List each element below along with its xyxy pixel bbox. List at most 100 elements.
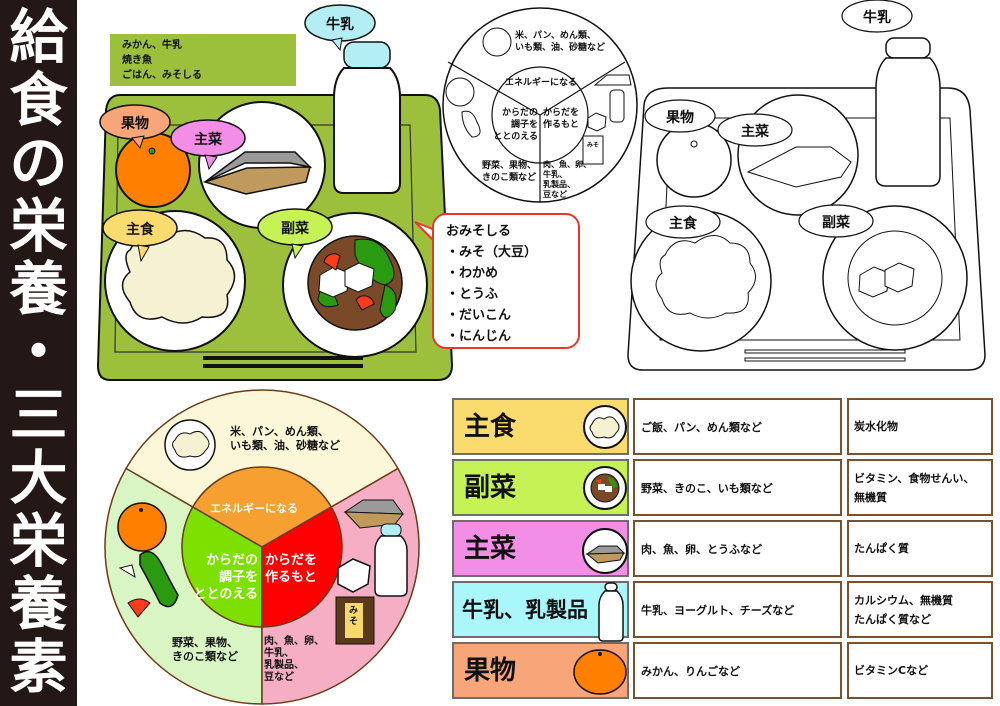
orange-stem-icon xyxy=(148,147,156,155)
fruit-label: 果物 xyxy=(121,116,149,132)
label-line: きのこ類など xyxy=(172,650,238,663)
title-char: 給 xyxy=(9,3,68,71)
large-wheel-foods-right: 肉、魚、卵、 牛乳、 乳製品、 豆など xyxy=(264,636,324,684)
ingredient: ・わかめ xyxy=(446,266,499,281)
menu-line: ごはん、みそしる xyxy=(122,70,202,81)
category-cell: 果物 xyxy=(452,642,629,699)
chopstick xyxy=(203,356,363,360)
label-line: いも類、油、砂糖など xyxy=(230,439,340,452)
title-char: ・ xyxy=(9,318,68,386)
small-wheel-center-top: エネルギーになる xyxy=(505,78,578,88)
title-char: 栄 xyxy=(9,507,68,575)
table-row: 主食 ご飯、パン、めん類など 炭水化物 xyxy=(452,398,1000,455)
label-line: 肉、魚、卵、 xyxy=(264,636,324,647)
wheel-center-segment xyxy=(191,466,333,548)
tofu-icon xyxy=(587,112,607,132)
milk-bottle-icon xyxy=(609,89,625,123)
outline-fruit-label: 果物 xyxy=(666,110,694,126)
miso-soup-bowl-icon xyxy=(583,466,627,510)
tofu-icon xyxy=(884,262,915,293)
large-wheel-foods-top: 米、パン、めん類、 いも類、油、砂糖など xyxy=(230,425,340,453)
foods-cell: ご飯、パン、めん類など xyxy=(633,398,842,455)
miso-soup-callout: おみそしる ・みそ（大豆） ・わかめ ・とうふ ・だいこん ・にんじん xyxy=(432,213,580,349)
outline-staple-label: 主食 xyxy=(669,216,697,232)
main-dish-label: 主菜 xyxy=(194,132,222,148)
milk-bottle-icon xyxy=(333,67,401,194)
label-line: 調子を xyxy=(510,120,538,130)
title-char: 三 xyxy=(9,381,68,449)
nutrient-line: たんぱく質 xyxy=(854,542,909,555)
label-line: 野菜、果物、 xyxy=(482,161,537,171)
menu-box: みかん、牛乳 焼き魚 ごはん、みそしる xyxy=(110,34,296,86)
label-line: 乳製品、 xyxy=(264,660,304,671)
fish-plate-icon xyxy=(582,528,628,574)
tofu-icon xyxy=(337,558,371,593)
small-wheel-foods-right: 肉、魚、卵、 牛乳、 乳製品、 豆など xyxy=(543,160,591,200)
rice-icon xyxy=(482,27,512,57)
menu-line: 焼き魚 xyxy=(122,55,152,66)
label-line: 乳製品、 xyxy=(543,180,575,189)
label-line: からだの xyxy=(501,108,538,118)
milk-cap-icon xyxy=(380,523,402,537)
foods-cell: 野菜、きのこ、いも類など xyxy=(633,459,842,516)
small-wheel-foods-top: 米、パン、めん類、 いも類、油、砂糖など xyxy=(515,30,605,54)
nutrients-cell: ビタミン、食物せんい、 無機質 xyxy=(847,459,993,516)
main-dish-speech-bubble xyxy=(170,119,246,171)
title-char: の xyxy=(9,129,68,197)
table-row: 果物 みかん、りんごなど ビタミンCなど xyxy=(452,642,1000,699)
category-name: 牛乳、乳製品 xyxy=(462,598,588,622)
staple-speech-bubble xyxy=(102,209,178,263)
carrot-icon xyxy=(127,598,151,618)
radish-icon xyxy=(118,564,136,579)
small-wheel-foods-left: 野菜、果物、 きのこ類など xyxy=(482,160,536,184)
fish-icon xyxy=(202,166,311,195)
nutrient-line: ビタミン、食物せんい、 xyxy=(854,471,975,485)
nutrients-cell: ビタミンCなど xyxy=(847,642,993,699)
category-cell: 主食 xyxy=(452,398,629,455)
rice-icon xyxy=(655,235,756,319)
orange-icon xyxy=(573,649,627,695)
ingredient: ・とうふ xyxy=(446,287,499,302)
wheel-center-segment xyxy=(261,505,343,628)
label-line: からだを xyxy=(265,553,318,568)
label-line: 牛乳、 xyxy=(264,648,294,659)
foods-cell: みかん、りんごなど xyxy=(633,642,842,699)
small-wheel-center-right: からだを 作るもと xyxy=(543,107,579,131)
fruit-speech-bubble xyxy=(99,104,171,150)
nutrients-cell: カルシウム、無機質 たんぱく質など xyxy=(847,581,993,638)
side-dish-label: 副菜 xyxy=(281,221,309,237)
title-bar: 給 食 の 栄 養 ・ 三 大 栄 養 素 xyxy=(0,0,77,706)
miso-pack-icon xyxy=(582,135,604,165)
small-wheel-center-left: からだの 調子を ととのえる xyxy=(493,107,538,143)
title-char: 養 xyxy=(9,255,68,323)
ingredient: ・みそ（大豆） xyxy=(446,245,538,260)
category-name: 主菜 xyxy=(464,534,517,564)
title-char: 食 xyxy=(9,66,68,134)
milk-speech-bubble xyxy=(304,4,376,52)
nutrient-line: たんぱく質など xyxy=(854,612,931,626)
milk-label: 牛乳 xyxy=(326,17,354,33)
foods-cell: 肉、魚、卵、とうふなど xyxy=(633,520,842,577)
large-wheel-center-top: エネルギーになる xyxy=(210,502,298,515)
nutrient-line: 炭水化物 xyxy=(854,420,898,433)
label-line: 豆など xyxy=(264,672,294,683)
wheel-center-segment xyxy=(181,505,263,628)
menu-line: みかん、牛乳 xyxy=(122,40,182,51)
vegetable-icon xyxy=(461,110,481,138)
carrot-icon xyxy=(355,295,375,311)
large-wheel-miso-tag: みそ xyxy=(349,606,359,627)
nutrients-cell: たんぱく質 xyxy=(847,520,993,577)
chopstick xyxy=(203,364,363,368)
label-line: 豆など xyxy=(543,190,567,199)
label-line: からだの xyxy=(205,553,258,568)
title-char: 栄 xyxy=(9,192,68,260)
foods-cell: 牛乳、ヨーグルト、チーズなど xyxy=(633,581,842,638)
orange-icon xyxy=(117,502,167,552)
small-wheel-miso-tag: みそ xyxy=(587,142,600,149)
category-cell: 主菜 xyxy=(452,520,629,577)
milk-bottle-icon xyxy=(374,535,408,597)
label-line: 調子を xyxy=(218,570,258,585)
